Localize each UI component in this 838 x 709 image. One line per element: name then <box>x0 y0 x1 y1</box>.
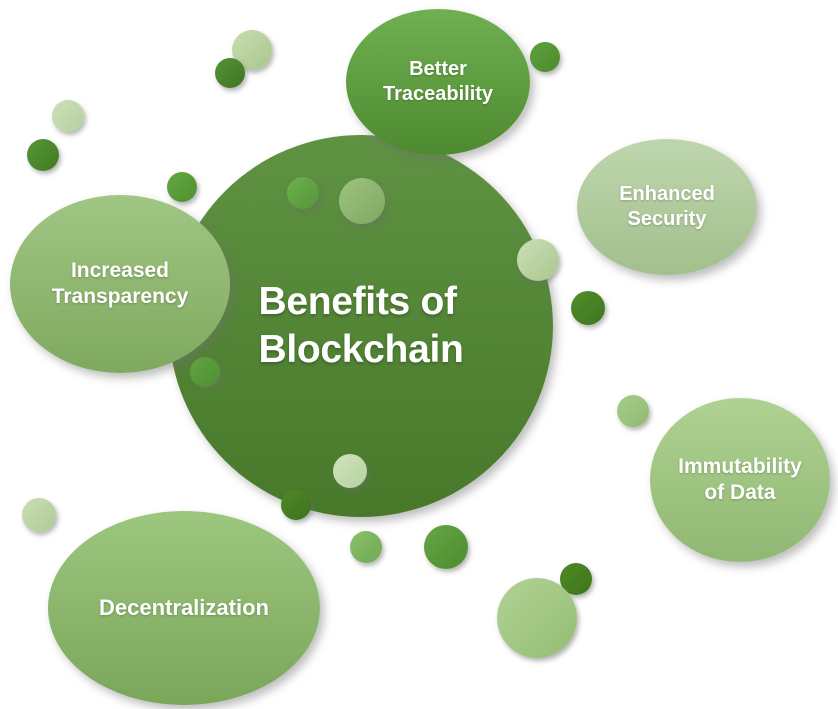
decor-circle-pale-top-left <box>232 30 272 70</box>
bubble-label-decentralization: Decentralization <box>99 595 269 621</box>
decor-circle-green-bottom-mid <box>424 525 468 569</box>
decor-circle-pale-bottom-left <box>22 498 56 532</box>
bubble-increased-transparency: Increased Transparency <box>10 195 230 373</box>
decor-circle-green-top-right <box>530 42 560 72</box>
center-bubble-benefits-of-blockchain: Benefits of Blockchain <box>169 135 553 517</box>
decor-circle-green-upper-left <box>167 172 197 202</box>
bubble-label-immutability-of-data: Immutability of Data <box>678 454 802 504</box>
decor-circle-pale-left <box>52 100 84 132</box>
bubble-decentralization: Decentralization <box>48 511 320 705</box>
decor-circle-dark-top-left <box>215 58 245 88</box>
bubble-label-enhanced-security: Enhanced Security <box>619 183 715 230</box>
bubble-better-traceability: Better Traceability <box>346 9 530 155</box>
decor-circle-green-left <box>27 139 59 171</box>
bubble-label-better-traceability: Better Traceability <box>382 58 494 105</box>
decor-circle-sage-bottom-right <box>497 578 577 658</box>
decor-circle-dark-right <box>571 291 605 325</box>
bubble-immutability-of-data: Immutability of Data <box>650 398 830 562</box>
decor-circle-light-right <box>617 395 649 427</box>
decor-circle-dark-bottom-right <box>560 563 592 595</box>
center-label: Benefits of Blockchain <box>258 280 464 371</box>
bubble-label-increased-transparency: Increased Transparency <box>51 258 189 308</box>
decor-circle-light-bottom-mid <box>350 531 382 563</box>
bubble-enhanced-security: Enhanced Security <box>577 139 757 275</box>
